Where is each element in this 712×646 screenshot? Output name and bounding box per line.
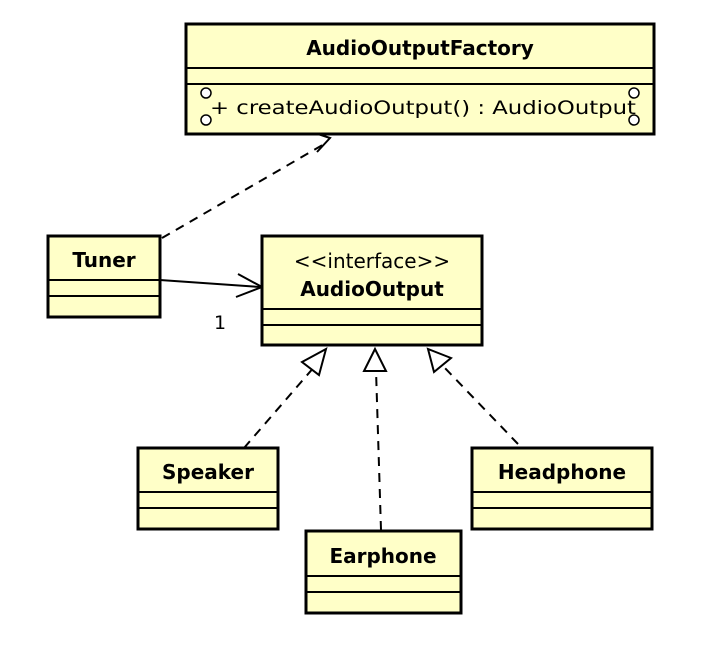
port-circle-icon	[200, 114, 212, 126]
class-speaker[interactable]: Speaker	[136, 446, 280, 531]
association-tuner-to-audio-output: 1	[159, 273, 265, 334]
operation-create-audio-output: + createAudioOutput() : AudioOutput	[210, 97, 636, 119]
port-circle-icon	[628, 114, 640, 126]
class-name: Earphone	[329, 544, 436, 568]
hollow-triangle-icon	[362, 346, 388, 372]
stereotype-label: <<interface>>	[294, 249, 450, 273]
hollow-triangle-icon	[300, 347, 328, 377]
realization-earphone-to-audio-output	[362, 346, 388, 531]
class-audio-output-factory[interactable]: AudioOutputFactory + createAudioOutput()…	[184, 22, 656, 136]
dependency-tuner-to-factory	[161, 131, 332, 239]
class-tuner[interactable]: Tuner	[46, 234, 162, 319]
class-earphone[interactable]: Earphone	[304, 529, 463, 615]
multiplicity-label: 1	[214, 312, 226, 334]
hollow-triangle-icon	[426, 347, 453, 374]
realization-headphone-to-audio-output	[426, 347, 519, 445]
realization-speaker-to-audio-output	[243, 347, 328, 449]
class-headphone[interactable]: Headphone	[470, 446, 654, 531]
class-name: AudioOutput	[300, 277, 444, 301]
interface-audio-output[interactable]: <<interface>> AudioOutput	[260, 234, 484, 347]
class-name: AudioOutputFactory	[306, 36, 534, 60]
port-circle-icon	[628, 87, 640, 99]
class-name: Speaker	[162, 460, 254, 484]
port-circle-icon	[200, 87, 212, 99]
class-name: Headphone	[498, 460, 626, 484]
class-name: Tuner	[72, 248, 135, 272]
